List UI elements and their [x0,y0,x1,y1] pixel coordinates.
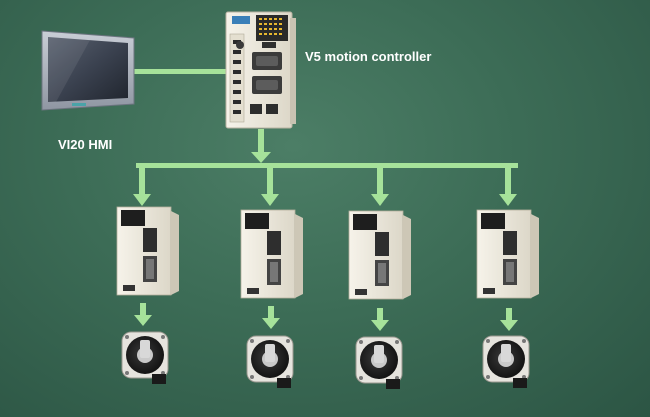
branch-3 [377,163,383,196]
servo-drive-2 [240,209,303,299]
servo-motor-2 [246,335,294,388]
hmi-panel [41,30,135,111]
drive-motor-arrow-1 [134,315,152,326]
hmi-badge-icon [72,103,86,106]
drive-motor-arrow-2 [262,318,280,329]
servo-motor-4 [482,335,530,388]
controller-stem-arrow [251,152,271,163]
drive-motor-link-4 [506,308,512,322]
servo-drive-4 [476,209,539,299]
servo-motor-1 [121,331,169,384]
controller-stem [258,129,264,155]
drive-motor-link-1 [140,303,146,317]
branch-3-arrow [371,194,389,206]
branch-1-arrow [133,194,151,206]
branch-2 [267,163,273,196]
branch-2-arrow [261,194,279,206]
servo-motor-3 [355,336,403,389]
drive-motor-arrow-4 [500,320,518,331]
branch-4-arrow [499,194,517,206]
branch-1 [139,163,145,196]
drive-motor-link-2 [268,306,274,320]
servo-drive-1 [116,206,179,296]
hmi-label: VI20 HMI [58,137,113,152]
drive-motor-link-3 [377,308,383,322]
drive-motor-arrow-3 [371,320,389,331]
motion-controller [225,11,296,129]
distribution-bus [136,163,518,168]
servo-drive-3 [348,210,411,300]
branch-4 [505,163,511,196]
hmi-controller-link [134,69,226,74]
controller-label: V5 motion controller [305,49,432,64]
connection-lines [133,69,518,331]
